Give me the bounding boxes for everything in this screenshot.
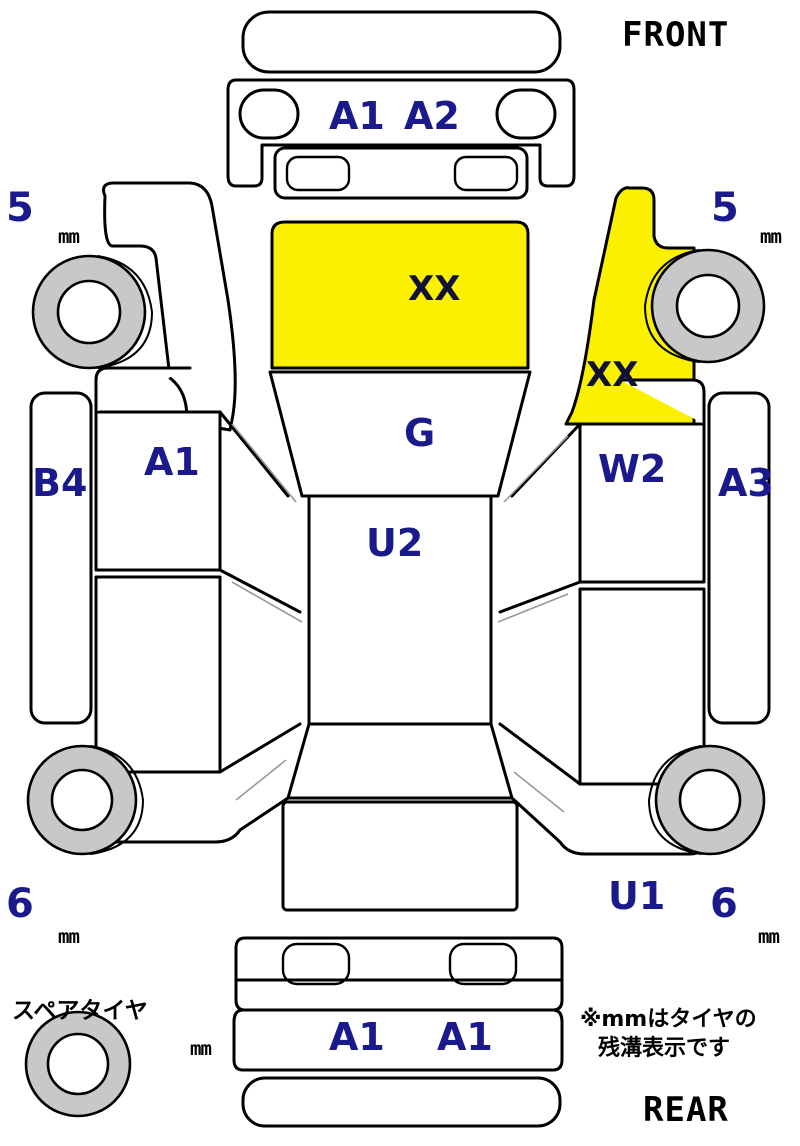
tire-rear-right bbox=[648, 744, 766, 856]
tire-depth-rear-right-unit: mm bbox=[758, 926, 780, 948]
left-front-fender bbox=[102, 181, 237, 432]
hood-panel bbox=[270, 220, 530, 370]
panel-code-right-front-fender: XX bbox=[586, 355, 639, 395]
panel-code-cabin: U2 bbox=[366, 521, 424, 565]
tire-depth-rear-right-value: 6 bbox=[710, 881, 738, 927]
rear-lamp-panel bbox=[234, 936, 564, 1012]
grille-right-vent bbox=[453, 155, 519, 192]
front-left-lamp bbox=[238, 88, 300, 140]
front-lower-grille bbox=[273, 146, 529, 200]
front-right-lamp bbox=[495, 88, 557, 140]
rear-right-lamp bbox=[448, 942, 518, 986]
rear-direction-label: REAR bbox=[643, 1090, 729, 1130]
left-rear-door-panel bbox=[94, 575, 222, 774]
tire-front-right bbox=[644, 248, 766, 364]
panel-code-roof: G bbox=[404, 411, 436, 455]
right-front-door-panel bbox=[578, 422, 706, 584]
front-direction-label: FRONT bbox=[622, 15, 730, 55]
tire-depth-front-left-value: 5 bbox=[6, 185, 34, 231]
panel-code-trunk-lid: U1 bbox=[608, 874, 666, 918]
right-front-fender bbox=[564, 186, 696, 426]
right-sill-strip bbox=[707, 391, 771, 725]
panel-code-hood: XX bbox=[408, 269, 461, 309]
panel-code-rear-bumper-right: A1 bbox=[437, 1015, 493, 1059]
tread-note-line1: ※mmはタイヤの bbox=[580, 1007, 757, 1032]
rear-window-panel bbox=[286, 722, 514, 800]
panel-code-left-front-door: A1 bbox=[144, 440, 200, 484]
panel-code-rear-bumper-left: A1 bbox=[329, 1015, 385, 1059]
grille-left-vent bbox=[285, 155, 351, 192]
trunk-deck-panel bbox=[281, 800, 519, 912]
cowl-panel bbox=[268, 370, 532, 498]
roof-panel bbox=[307, 494, 493, 726]
front-outer-bumper-bar bbox=[241, 10, 562, 74]
front-lamp-panel bbox=[226, 78, 576, 188]
tire-rear-left bbox=[26, 744, 144, 856]
tire-depth-front-right-value: 5 bbox=[711, 185, 739, 231]
left-front-door-panel bbox=[94, 410, 222, 572]
tire-depth-rear-left-value: 6 bbox=[6, 881, 34, 927]
left-sill-strip bbox=[29, 391, 93, 725]
panel-code-right-sill: A3 bbox=[718, 461, 774, 505]
left-body-side bbox=[29, 366, 303, 844]
rear-outer-bumper-bar bbox=[241, 1076, 562, 1128]
tire-depth-rear-left-unit: mm bbox=[58, 926, 80, 948]
tire-depth-front-left-unit: mm bbox=[58, 226, 80, 248]
rear-left-lamp bbox=[281, 942, 351, 986]
rear-bumper-mm-unit: mm bbox=[190, 1038, 212, 1060]
panel-code-front-bumper-left: A1 bbox=[329, 94, 385, 138]
tire-spare bbox=[24, 1010, 132, 1118]
tire-front-left bbox=[31, 254, 153, 370]
panel-code-front-bumper-right: A2 bbox=[404, 94, 460, 138]
tire-depth-front-right-unit: mm bbox=[760, 226, 782, 248]
rear-bumper-band bbox=[232, 1008, 564, 1072]
panel-code-right-front-door: W2 bbox=[598, 447, 667, 491]
tread-note-line2: 残溝表示です bbox=[598, 1036, 731, 1061]
panel-code-left-sill: B4 bbox=[32, 461, 88, 505]
spare-tire-label: スペアタイヤ bbox=[12, 998, 148, 1024]
